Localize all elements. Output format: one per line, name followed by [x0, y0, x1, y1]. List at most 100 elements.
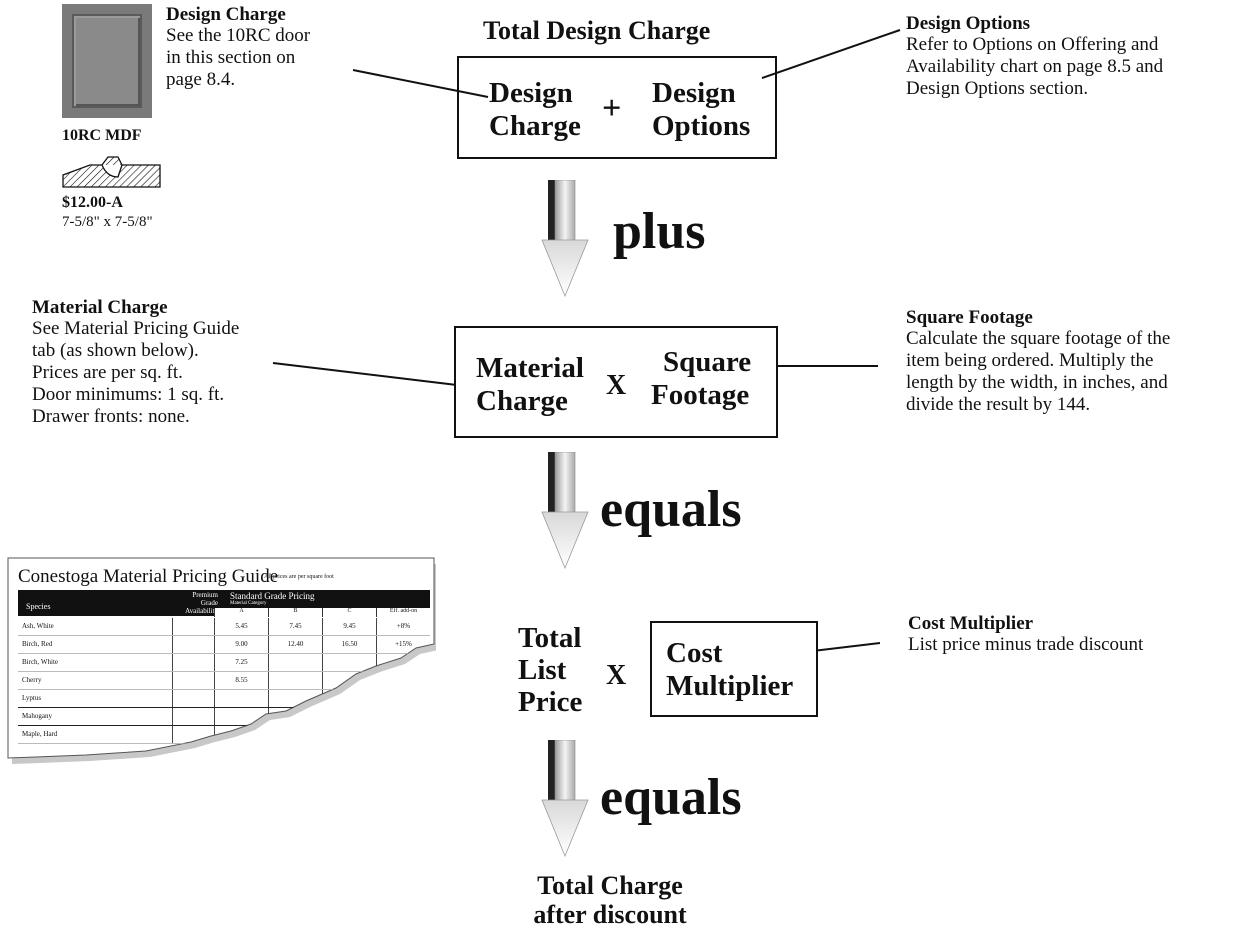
- column-header: C: [322, 608, 376, 617]
- equals-word: equals: [600, 769, 742, 826]
- table-cell: [376, 654, 430, 671]
- premium-header-line: Grade: [200, 599, 218, 607]
- material-charge-line: tab (as shown below).: [32, 340, 199, 361]
- table-cell: Birch, Red: [22, 640, 53, 648]
- design-options-label: Design: [652, 77, 736, 109]
- table-cell: [172, 690, 214, 707]
- multiply-operator: X: [606, 660, 627, 691]
- table-cell: [214, 708, 268, 725]
- total-list-line: List: [518, 654, 567, 686]
- final-line: Total Charge: [537, 871, 683, 900]
- down-arrow-icon: [541, 180, 589, 298]
- design-charge-line: See the 10RC door: [166, 25, 311, 46]
- material-charge-line: Drawer fronts: none.: [32, 406, 190, 427]
- table-cell: 5.45: [214, 618, 268, 635]
- multiply-operator: X: [606, 370, 627, 401]
- table-row: Birch, White 7.25: [18, 654, 430, 672]
- table-cell: [322, 672, 376, 689]
- table-cell: Cherry: [22, 676, 42, 684]
- design-options-note: Design Options Refer to Options on Offer…: [906, 13, 1163, 100]
- material-box: Material Charge X Square Footage: [454, 326, 778, 438]
- design-charge-line: page 8.4.: [166, 69, 236, 90]
- table-cell: 12.40: [268, 636, 322, 653]
- column-header: Eff. add-on: [376, 608, 430, 617]
- table-cell: 16.50: [322, 636, 376, 653]
- design-charge-box: Design Charge + Design Options: [457, 56, 777, 159]
- table-cell: [214, 726, 268, 743]
- pricing-guide-clipping: Conestoga Material Pricing Guide All pri…: [6, 556, 436, 771]
- table-cell: Ash, White: [22, 622, 54, 630]
- design-options-connector: [761, 29, 901, 79]
- square-footage-line: length by the width, in inches, and: [906, 372, 1168, 393]
- square-footage-label: Footage: [651, 379, 750, 411]
- material-charge-connector: [272, 362, 483, 389]
- cost-multiplier-label: Multiplier: [666, 670, 794, 702]
- pricing-guide-note: All prices are per square foot: [264, 574, 334, 580]
- final-line: after discount: [533, 900, 687, 929]
- plus-word: plus: [613, 203, 706, 260]
- table-cell: Lyptus: [22, 694, 42, 702]
- material-charge-line: Prices are per sq. ft.: [32, 362, 183, 383]
- cost-multiplier-box: Cost Multiplier: [650, 621, 818, 717]
- pricing-guide-title: Conestoga Material Pricing Guide: [18, 566, 279, 587]
- table-cell: Maple, Hard: [22, 730, 58, 738]
- table-cell: Birch, White: [22, 658, 59, 666]
- design-options-line: Design Options section.: [906, 78, 1089, 99]
- down-arrow-icon: [541, 740, 589, 858]
- door-price: $12.00-A: [62, 194, 123, 211]
- total-charge-after-discount: Total Charge after discount: [490, 871, 730, 929]
- door-image: [62, 4, 152, 118]
- square-footage-note: Square Footage Calculate the square foot…: [906, 307, 1170, 416]
- square-footage-line: Calculate the square footage of the: [906, 328, 1171, 349]
- total-design-charge-title: Total Design Charge: [483, 16, 711, 45]
- table-cell: 9.45: [322, 618, 376, 635]
- square-footage-title: Square Footage: [906, 307, 1033, 328]
- material-charge-note: Material Charge See Material Pricing Gui…: [32, 297, 239, 428]
- premium-header-line: Premium: [192, 591, 218, 599]
- table-cell: [268, 672, 322, 689]
- material-charge-label: Material: [476, 352, 584, 384]
- design-charge-note: Design Charge See the 10RC door in this …: [166, 4, 310, 91]
- total-list-line: Price: [518, 686, 583, 718]
- square-footage-label: Square: [663, 346, 752, 378]
- design-charge-label: Charge: [489, 110, 581, 142]
- design-options-title: Design Options: [906, 13, 1031, 34]
- table-cell: +15%: [376, 636, 430, 653]
- total-list-line: Total: [518, 622, 582, 654]
- design-charge-line: in this section on: [166, 47, 296, 68]
- equals-word: equals: [600, 481, 742, 538]
- table-cell: 7.45: [268, 618, 322, 635]
- material-charge-line: See Material Pricing Guide: [32, 318, 240, 339]
- table-cell: [172, 726, 214, 743]
- column-header: A: [214, 608, 268, 617]
- design-options-line: Refer to Options on Offering and: [906, 34, 1159, 55]
- table-cell: +8%: [376, 618, 430, 635]
- standard-header: Standard Grade Pricing: [230, 591, 315, 601]
- plus-operator: +: [602, 90, 622, 127]
- table-cell: [172, 654, 214, 671]
- species-header: Species: [26, 602, 51, 611]
- table-cell: [172, 672, 214, 689]
- design-charge-title: Design Charge: [166, 4, 286, 25]
- design-options-line: Availability chart on page 8.5 and: [906, 56, 1164, 77]
- design-options-label: Options: [652, 110, 751, 142]
- table-cell: 7.25: [214, 654, 268, 671]
- table-cell: [268, 654, 322, 671]
- table-cell: Mahogany: [22, 712, 52, 720]
- door-profile-icon: [62, 156, 161, 188]
- table-cell: [172, 618, 214, 635]
- door-name: 10RC MDF: [62, 127, 142, 144]
- design-charge-label: Design: [489, 77, 573, 109]
- square-footage-line: item being ordered. Multiply the: [906, 350, 1154, 371]
- cost-multiplier-note: Cost Multiplier List price minus trade d…: [908, 613, 1143, 656]
- table-cell: 9.00: [214, 636, 268, 653]
- square-footage-line: divide the result by 144.: [906, 394, 1091, 415]
- premium-header: Premium Grade Availability: [168, 591, 218, 615]
- material-charge-title: Material Charge: [32, 297, 168, 318]
- pricing-guide-columns: A B C Eff. add-on: [214, 608, 430, 617]
- material-charge-label: Charge: [476, 385, 568, 417]
- cost-multiplier-label: Cost: [666, 637, 723, 669]
- table-cell: [172, 636, 214, 653]
